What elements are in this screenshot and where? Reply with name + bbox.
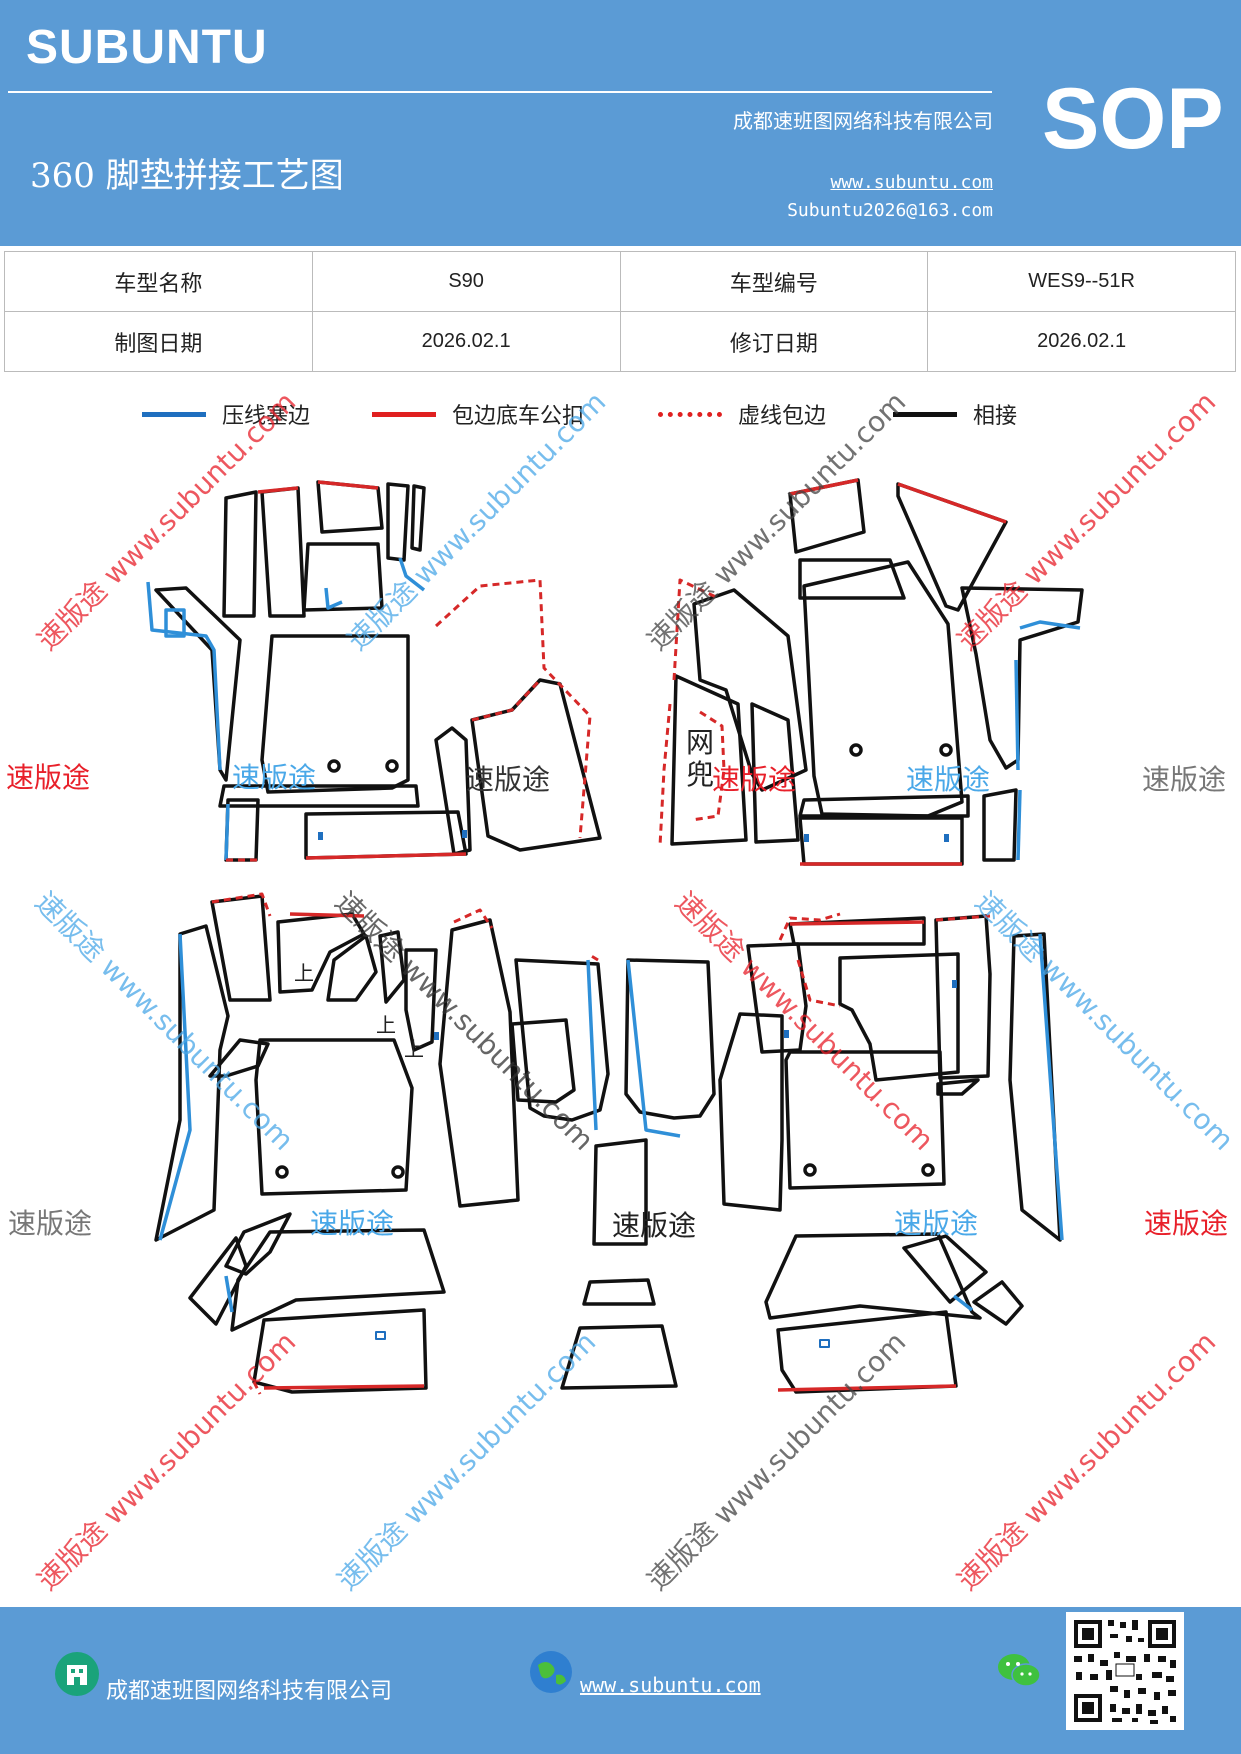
net-pocket-label-2: 兜 [686,758,714,791]
up-mark-3: 上 [404,1037,424,1061]
header-banner: SUBUNTU 成都速班图网络科技有限公司 360 脚垫拼接工艺图 www.su… [0,0,1241,246]
table-row: 制图日期 2026.02.1 修订日期 2026.02.1 [4,311,1236,372]
up-mark-1: 上 [294,961,314,985]
revise-date-label: 修订日期 [619,311,929,372]
info-table: 车型名称 S90 车型编号 WES9--51R 制图日期 2026.02.1 修… [4,251,1236,372]
model-name-value: S90 [311,251,621,312]
legend-swatch-blue [142,411,206,417]
watermark-text: 速版途 [466,763,551,796]
watermark-text: 速版途 [894,1207,979,1240]
red-dashed-edges [211,578,991,1395]
footer-website-link[interactable]: www.subuntu.com [580,1673,761,1697]
legend-item-red-edge: 包边底车公扣 [372,398,584,430]
legend-label: 包边底车公扣 [452,404,585,429]
company-building-icon [55,1652,99,1696]
red-bind-edges [257,478,1007,1392]
legend-label: 虚线包边 [738,404,827,429]
legend-item-joint: 相接 [893,398,1017,430]
watermark-text: 速版途 [1144,1207,1229,1240]
model-name-label: 车型名称 [4,251,313,312]
blue-press-edges [146,557,1081,1313]
watermark-text: 速版途 [8,1207,93,1240]
watermark-text: 速版途 [612,1209,697,1242]
watermark-text: 速版途 [232,761,317,794]
model-code-label: 车型编号 [619,251,929,312]
watermark-text: 速版途 [310,1207,395,1240]
watermark-text: 速版途 [1142,763,1227,796]
table-row: 车型名称 S90 车型编号 WES9--51R [4,251,1236,312]
fastener-squares [375,1331,830,1348]
qr-code [1066,1612,1184,1730]
up-mark-2: 上 [376,1013,396,1037]
footer-company: 成都速班图网络科技有限公司 [106,1679,393,1704]
fastener-holes [318,830,957,1040]
sop-badge: SOP [1042,71,1224,167]
revise-date-value: 2026.02.1 [927,311,1236,372]
net-pocket-label-1: 网 [686,726,714,759]
header-email: Subuntu2026@163.com [787,200,993,221]
globe-icon [530,1651,572,1693]
draw-date-value: 2026.02.1 [311,311,621,372]
header-divider [8,91,992,93]
brand-logo: SUBUNTU [26,21,268,74]
legend-swatch-black [893,411,957,417]
draw-date-label: 制图日期 [4,311,313,372]
floor-mat-diagram: 网 兜 上 上 上 [146,478,1084,1395]
watermark-text: 速版途 [6,761,91,794]
legend-item-press-line: 压线塞边 [142,398,310,430]
legend-label: 相接 [973,404,1018,429]
model-code-value: WES9--51R [927,251,1236,312]
header-company: 成都速班图网络科技有限公司 [733,109,993,133]
page-title: 360 脚垫拼接工艺图 [30,156,344,196]
legend-swatch-red [372,411,436,417]
watermark-text: 速版途 [712,763,797,796]
mat-outlines [154,478,1084,1394]
legend-label: 压线塞边 [222,404,311,429]
footer-banner: 成都速班图网络科技有限公司 www.subuntu.com [0,1607,1241,1754]
watermark-text: 速版途 [906,763,991,796]
legend-item-dashed-edge: 虚线包边 [658,398,826,430]
header-website-link[interactable]: www.subuntu.com [830,172,993,193]
wechat-icon[interactable] [996,1651,1042,1691]
legend-swatch-red-dashed [658,411,722,417]
